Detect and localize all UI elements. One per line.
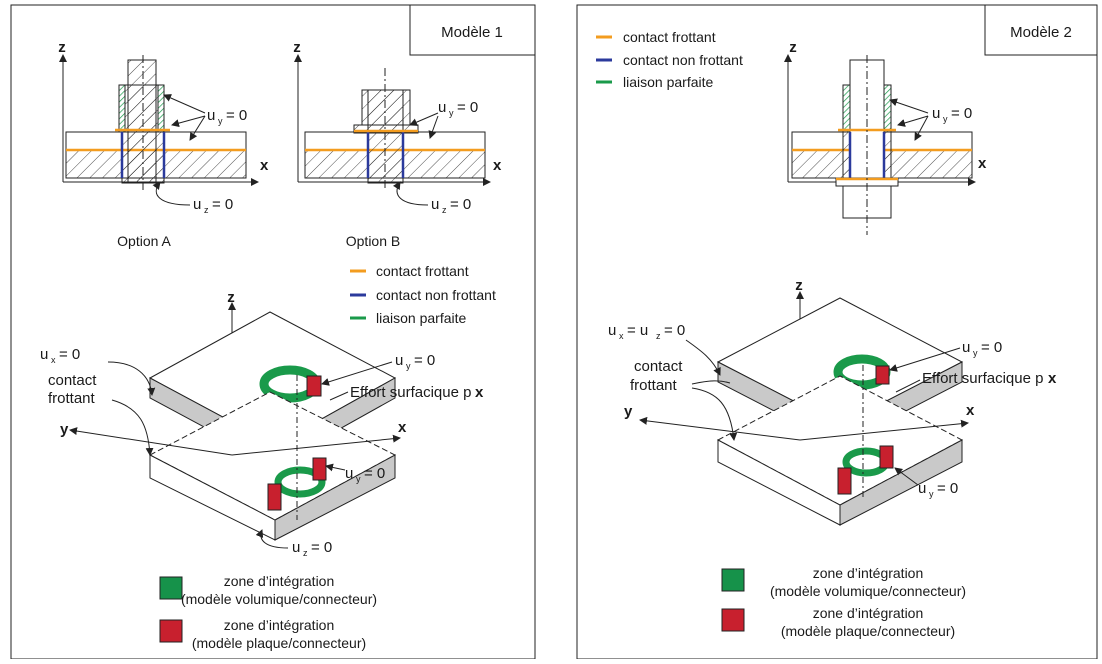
- effort-label: Effort surfacique p: [350, 384, 471, 401]
- uy0-label-bottom: u: [345, 465, 353, 482]
- axis-y: y: [60, 421, 69, 438]
- svg-text:= 0: = 0: [226, 107, 247, 124]
- axis-x: x: [978, 155, 987, 172]
- axis-z: z: [795, 277, 803, 294]
- axis-x: x: [966, 402, 975, 419]
- svg-text:x: x: [475, 384, 484, 401]
- uy0-label-3d: u: [962, 339, 970, 356]
- uy0-label-a: u: [207, 107, 215, 124]
- uy0-label-3d: u: [395, 352, 403, 369]
- ux0-label: u: [40, 346, 48, 363]
- section-2: z x u y = 0: [784, 39, 987, 235]
- zone-green-swatch: [159, 576, 183, 600]
- axis-z: z: [58, 39, 66, 56]
- svg-text:(modèle plaque/connecteur): (modèle plaque/connecteur): [192, 635, 366, 651]
- svg-text:y: y: [943, 114, 948, 124]
- option-a-section: z x u y = 0 u z =: [58, 39, 269, 249]
- zone-legend-2: zone d’intégration (modèle volumique/con…: [721, 565, 966, 639]
- legend-item: liaison parfaite: [623, 74, 713, 90]
- svg-text:= 0: = 0: [951, 105, 972, 122]
- zone-red-swatch: [721, 608, 745, 632]
- option-b-label: Option B: [346, 233, 400, 249]
- uz0-label-b: u: [431, 196, 439, 213]
- zone-green-swatch: [721, 568, 745, 592]
- red-zone: [875, 365, 890, 385]
- uy0-label: u: [932, 105, 940, 122]
- svg-text:= 0: = 0: [664, 322, 685, 339]
- zone-red-swatch: [159, 619, 183, 643]
- panel-modele-2: Modèle 2 contact frottant contact non fr…: [576, 4, 1098, 660]
- svg-text:(modèle volumique/connecteur): (modèle volumique/connecteur): [181, 591, 377, 607]
- axis-x: x: [260, 157, 269, 174]
- svg-text:= 0: = 0: [212, 196, 233, 213]
- legend-item: contact non frottant: [623, 52, 743, 68]
- svg-text:(modèle plaque/connecteur): (modèle plaque/connecteur): [781, 623, 955, 639]
- svg-text:x: x: [1048, 370, 1057, 387]
- panel-modele-1: Modèle 1 z x u y = 0: [10, 4, 536, 660]
- svg-text:= 0: = 0: [450, 196, 471, 213]
- svg-text:y: y: [406, 361, 411, 371]
- uxz-label: u: [608, 322, 616, 339]
- legend-item: contact non frottant: [376, 287, 496, 303]
- svg-text:z: z: [303, 548, 308, 558]
- axis-z: z: [789, 39, 797, 56]
- title-box: [409, 4, 536, 56]
- axis-x: x: [493, 157, 502, 174]
- svg-text:= 0: = 0: [414, 352, 435, 369]
- svg-text:= 0: = 0: [981, 339, 1002, 356]
- contact-label: contact: [634, 358, 683, 375]
- legend-item: contact frottant: [623, 29, 716, 45]
- svg-text:zone d’intégration: zone d’intégration: [813, 565, 924, 581]
- svg-text:zone d’intégration: zone d’intégration: [813, 605, 924, 621]
- frottant-label: frottant: [48, 390, 96, 407]
- svg-text:y: y: [973, 348, 978, 358]
- legend-2: contact frottant contact non frottant li…: [596, 29, 743, 90]
- legend-item: liaison parfaite: [376, 310, 466, 326]
- contact-label: contact: [48, 372, 97, 389]
- frottant-label: frottant: [630, 377, 678, 394]
- svg-text:z: z: [442, 205, 447, 215]
- svg-text:zone d’intégration: zone d’intégration: [224, 617, 335, 633]
- svg-text:z: z: [204, 205, 209, 215]
- svg-text:= 0: = 0: [364, 465, 385, 482]
- uz0-label-3d: u: [292, 539, 300, 556]
- uy0-label-bottom: u: [918, 480, 926, 497]
- axis-y: y: [624, 403, 633, 420]
- zone-legend-1: zone d’intégration (modèle volumique/con…: [159, 573, 377, 651]
- axis-z: z: [227, 289, 235, 306]
- svg-text:= 0: = 0: [937, 480, 958, 497]
- panel-title: Modèle 1: [441, 24, 503, 41]
- svg-text:y: y: [449, 108, 454, 118]
- plates-3d-2: z x y u x = u z = 0 contact frottant: [608, 277, 1057, 526]
- uz0-label-a: u: [193, 196, 201, 213]
- legend-1: contact frottant contact non frottant li…: [350, 263, 496, 326]
- red-zone: [306, 375, 322, 397]
- svg-text:zone d’intégration: zone d’intégration: [224, 573, 335, 589]
- axis-z: z: [293, 39, 301, 56]
- svg-text:= 0: = 0: [59, 346, 80, 363]
- legend-item: contact frottant: [376, 263, 469, 279]
- svg-text:y: y: [218, 116, 223, 126]
- svg-text:z: z: [656, 331, 661, 341]
- svg-text:= 0: = 0: [457, 99, 478, 116]
- effort-label: Effort surfacique p: [922, 370, 1043, 387]
- panel-title: Modèle 2: [1010, 24, 1072, 41]
- svg-text:(modèle volumique/connecteur): (modèle volumique/connecteur): [770, 583, 966, 599]
- svg-text:x: x: [51, 355, 56, 365]
- svg-text:y: y: [929, 489, 934, 499]
- svg-text:x: x: [619, 331, 624, 341]
- option-b-section: z x u y = 0 u z = 0 Option B: [293, 39, 502, 249]
- option-a-label: Option A: [117, 233, 171, 249]
- svg-text:= 0: = 0: [311, 539, 332, 556]
- axis-x: x: [398, 419, 407, 436]
- title-box: [984, 4, 1098, 56]
- plates-3d-1: z x y u x = 0 contact frottant: [40, 289, 484, 558]
- uy0-label-b: u: [438, 99, 446, 116]
- svg-text:= u: = u: [627, 322, 648, 339]
- svg-text:y: y: [356, 474, 361, 484]
